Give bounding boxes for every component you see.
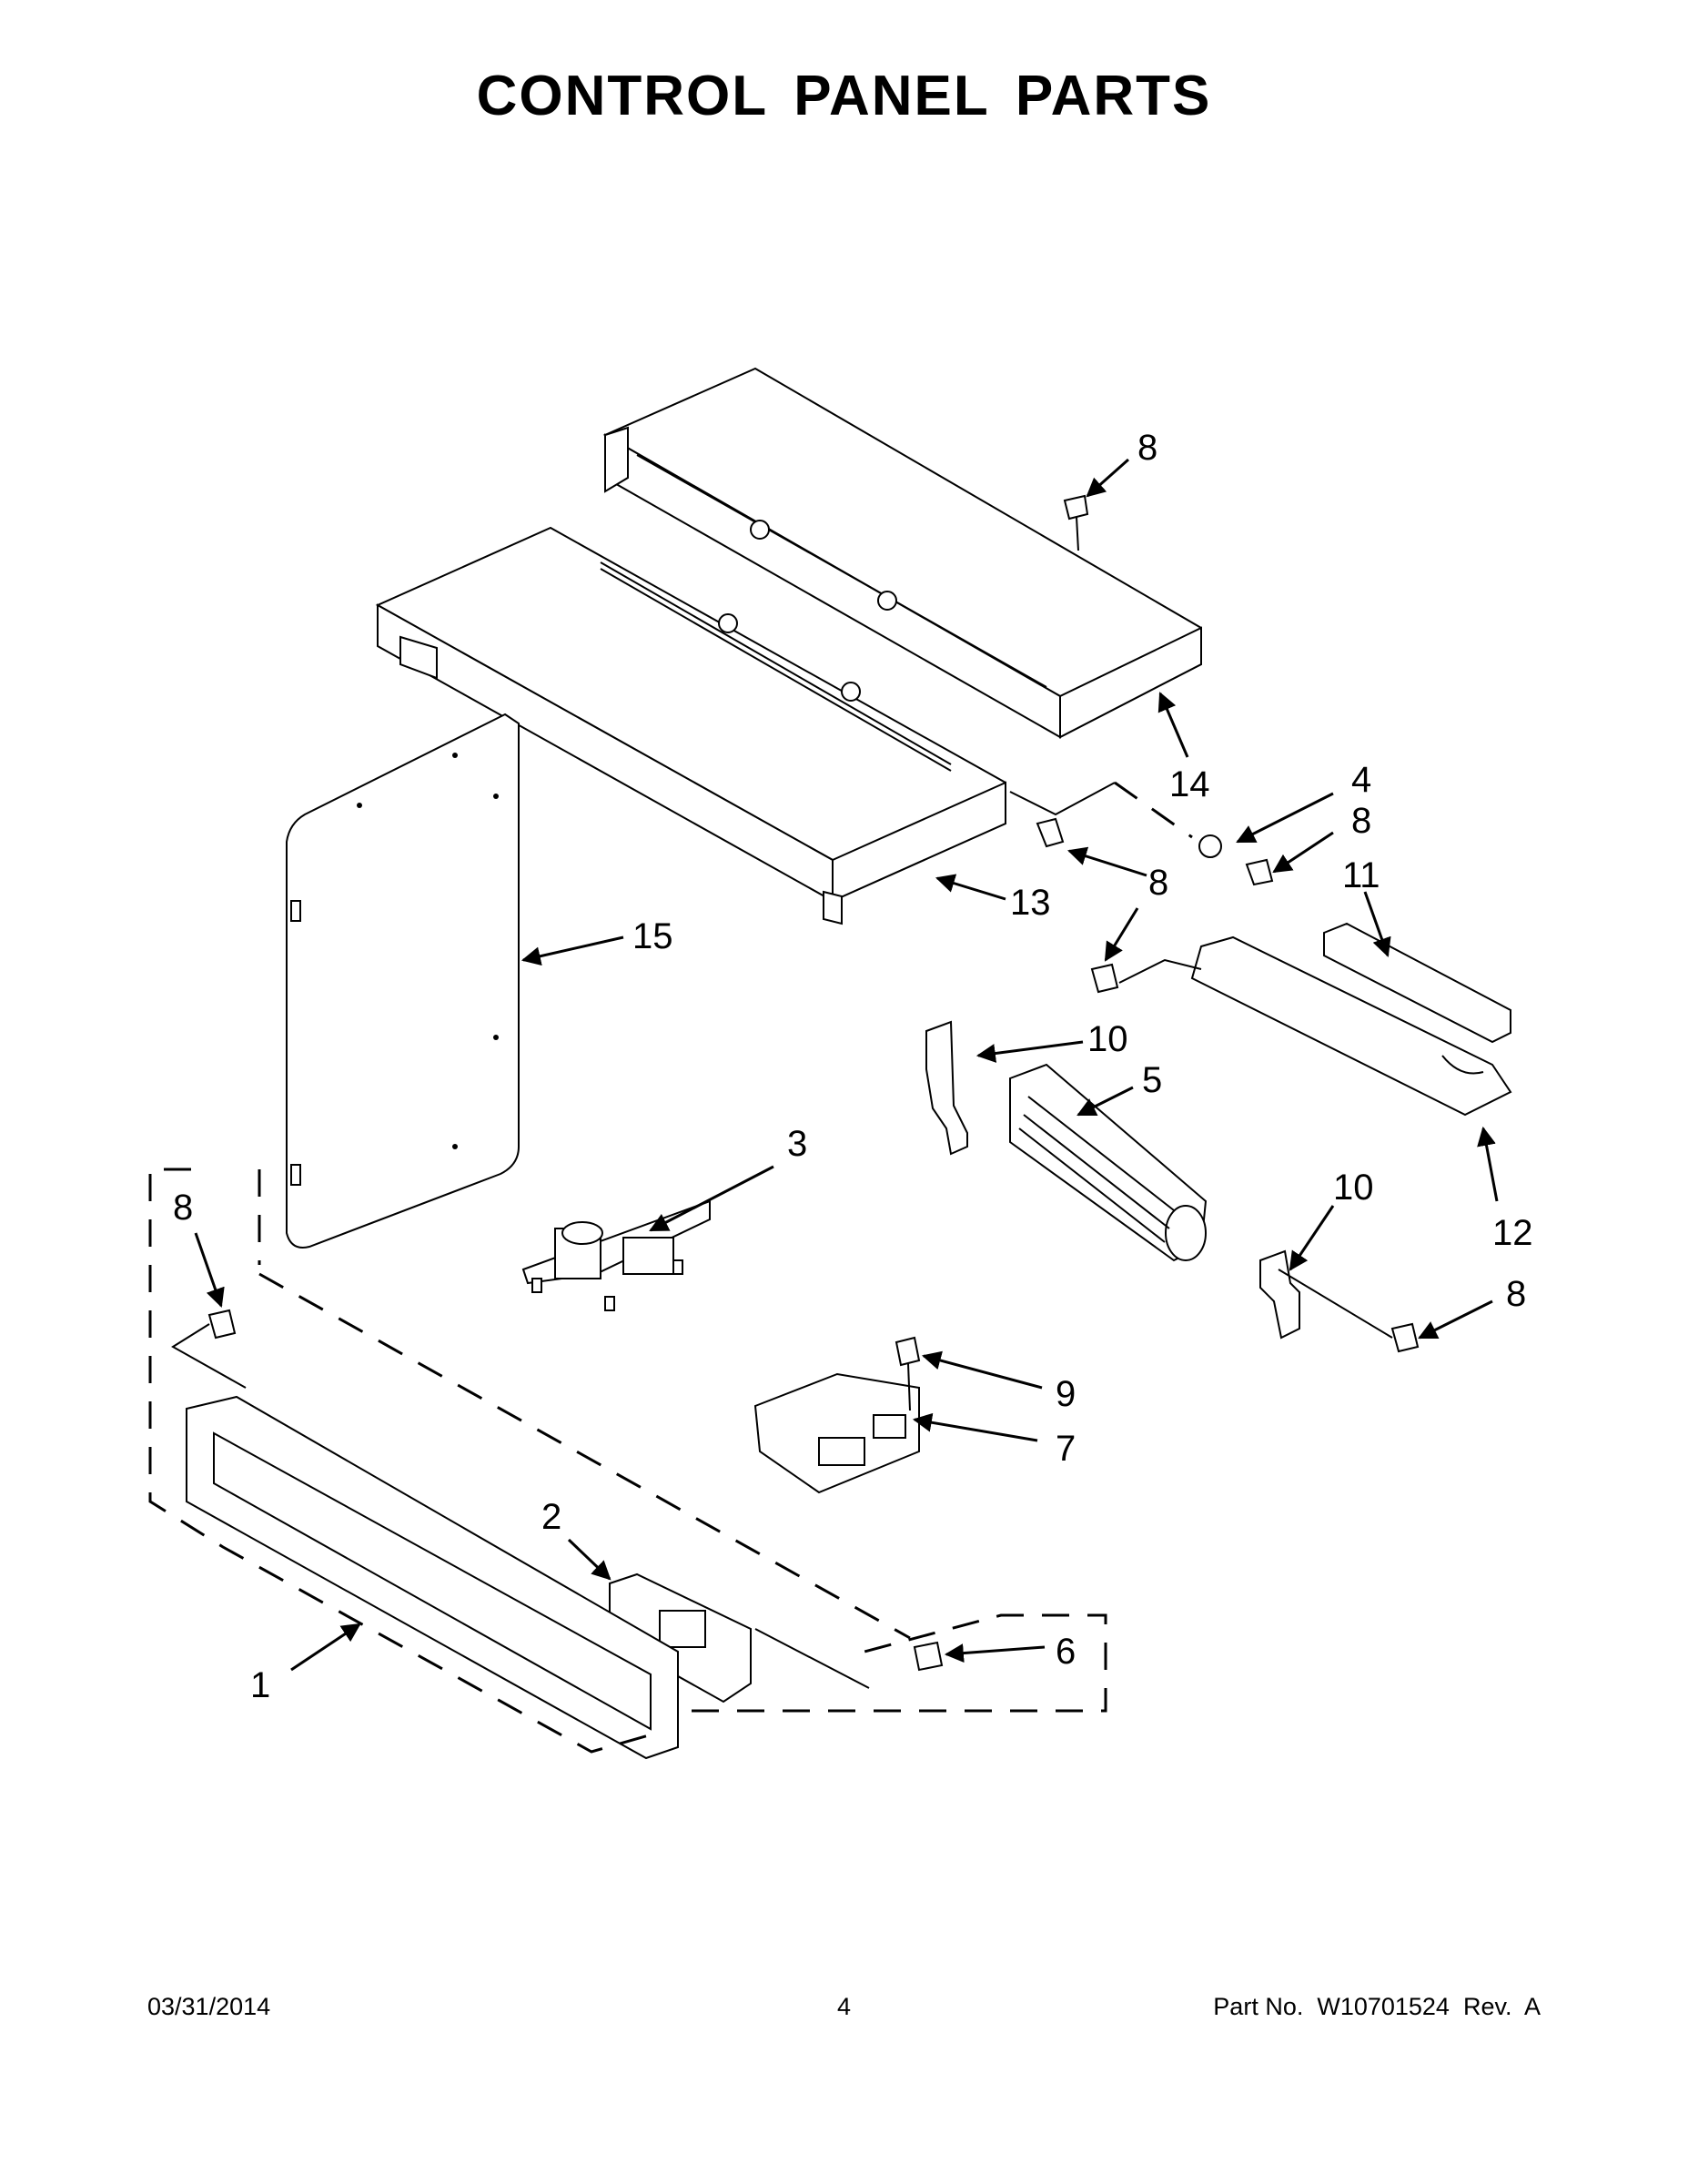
callout-7: 7 (1056, 1429, 1076, 1469)
part-14-top-cover (602, 367, 1202, 739)
screw-8-shelf (1036, 817, 1065, 848)
part-10-upper-bracket (925, 1020, 968, 1156)
callout-2: 2 (541, 1497, 561, 1537)
callout-9: 9 (1056, 1374, 1076, 1414)
screw-8-left (207, 1309, 237, 1340)
part-13-control-shelf (375, 526, 1006, 925)
callout-10: 10 (1087, 1019, 1128, 1059)
leader-arrows (194, 458, 1499, 1672)
callout-8: 8 (1148, 863, 1168, 903)
callout-15: 15 (632, 916, 673, 956)
part-10-lower-bracket (1259, 1249, 1300, 1340)
callout-13: 13 (1010, 883, 1051, 923)
callout-5: 5 (1142, 1060, 1162, 1100)
callout-1: 1 (250, 1665, 270, 1705)
callout-labels: 8 14 4 8 11 8 13 15 10 5 3 10 12 8 8 9 7… (173, 428, 1533, 1705)
part-12-bracket (1190, 935, 1512, 1117)
assembly-lines (148, 781, 1393, 1754)
callout-8: 8 (173, 1188, 193, 1228)
callout-6: 6 (1056, 1632, 1076, 1672)
screws (207, 494, 1420, 1672)
callout-11: 11 (1342, 855, 1380, 895)
part-1-console-panel (186, 1395, 679, 1760)
part-2-control-board (609, 1572, 752, 1704)
screw-6 (913, 1641, 944, 1672)
callout-8: 8 (1351, 801, 1371, 841)
screw-8-lower (1390, 1322, 1420, 1353)
screw-8-washer (1198, 834, 1274, 886)
callout-12: 12 (1492, 1213, 1533, 1253)
callout-3: 3 (787, 1124, 807, 1164)
footer-page-number: 4 (836, 1993, 852, 2020)
callout-8: 8 (1137, 428, 1157, 468)
screw-8-bracket (1090, 963, 1119, 994)
callout-10: 10 (1333, 1168, 1374, 1208)
screw-9 (895, 1336, 921, 1411)
part-7-relay-board (753, 1372, 920, 1494)
part-15-side-panel (286, 713, 520, 1249)
callout-8: 8 (1506, 1274, 1526, 1314)
part-11-strip (1323, 922, 1511, 1044)
part-3-power-board (521, 1199, 711, 1311)
part-5-tangential-fan (1009, 1063, 1208, 1262)
footer-date: 03/31/2014 (147, 1993, 271, 2020)
page-title: CONTROL PANEL PARTS (476, 65, 1212, 127)
callout-14: 14 (1169, 764, 1210, 804)
footer-part-number: Part No. W10701524 Rev. A (1213, 1993, 1541, 2020)
callout-4: 4 (1351, 760, 1371, 800)
screw-8-top (1063, 494, 1089, 551)
